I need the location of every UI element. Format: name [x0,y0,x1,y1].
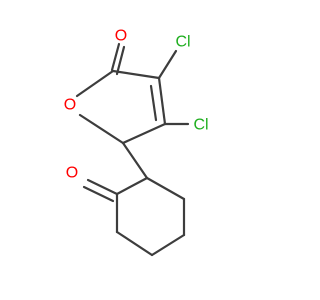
chlorine-upper-label: Cl [175,34,190,51]
bond-c5-cyclohexyl [121,141,149,180]
bond-ketone-b [82,185,115,203]
furanone-ring [75,42,167,145]
bond-c2-o-carbonyl-a [110,42,121,72]
bond-c2-c3 [111,69,161,80]
chlorine-lower-label: Cl [193,117,208,134]
bond-c3-c4 [157,76,167,126]
molecule-structure-diagram: O O Cl Cl O [64,28,209,257]
bond-c2-o-carbonyl-b [115,45,126,76]
cyclohexanone-ring [82,176,186,257]
bond-r6-r1 [145,176,186,201]
bond-r3-r4 [115,230,154,257]
bond-c5-o1 [78,113,125,145]
bond-c4-c5 [121,122,167,145]
bond-c3-cl [157,49,178,80]
bond-r4-r5 [150,233,186,257]
lactone-carbonyl-oxygen-label: O [115,28,127,45]
chemical-structure-canvas: O O Cl Cl O [64,28,209,257]
bond-o1-c2 [75,69,115,98]
bond-c3-c4-inner [149,84,158,122]
ketone-oxygen-label: O [66,165,78,182]
bond-ketone-a [86,178,119,196]
ring-oxygen-label: O [64,97,76,114]
bond-r1-r2 [115,176,149,196]
